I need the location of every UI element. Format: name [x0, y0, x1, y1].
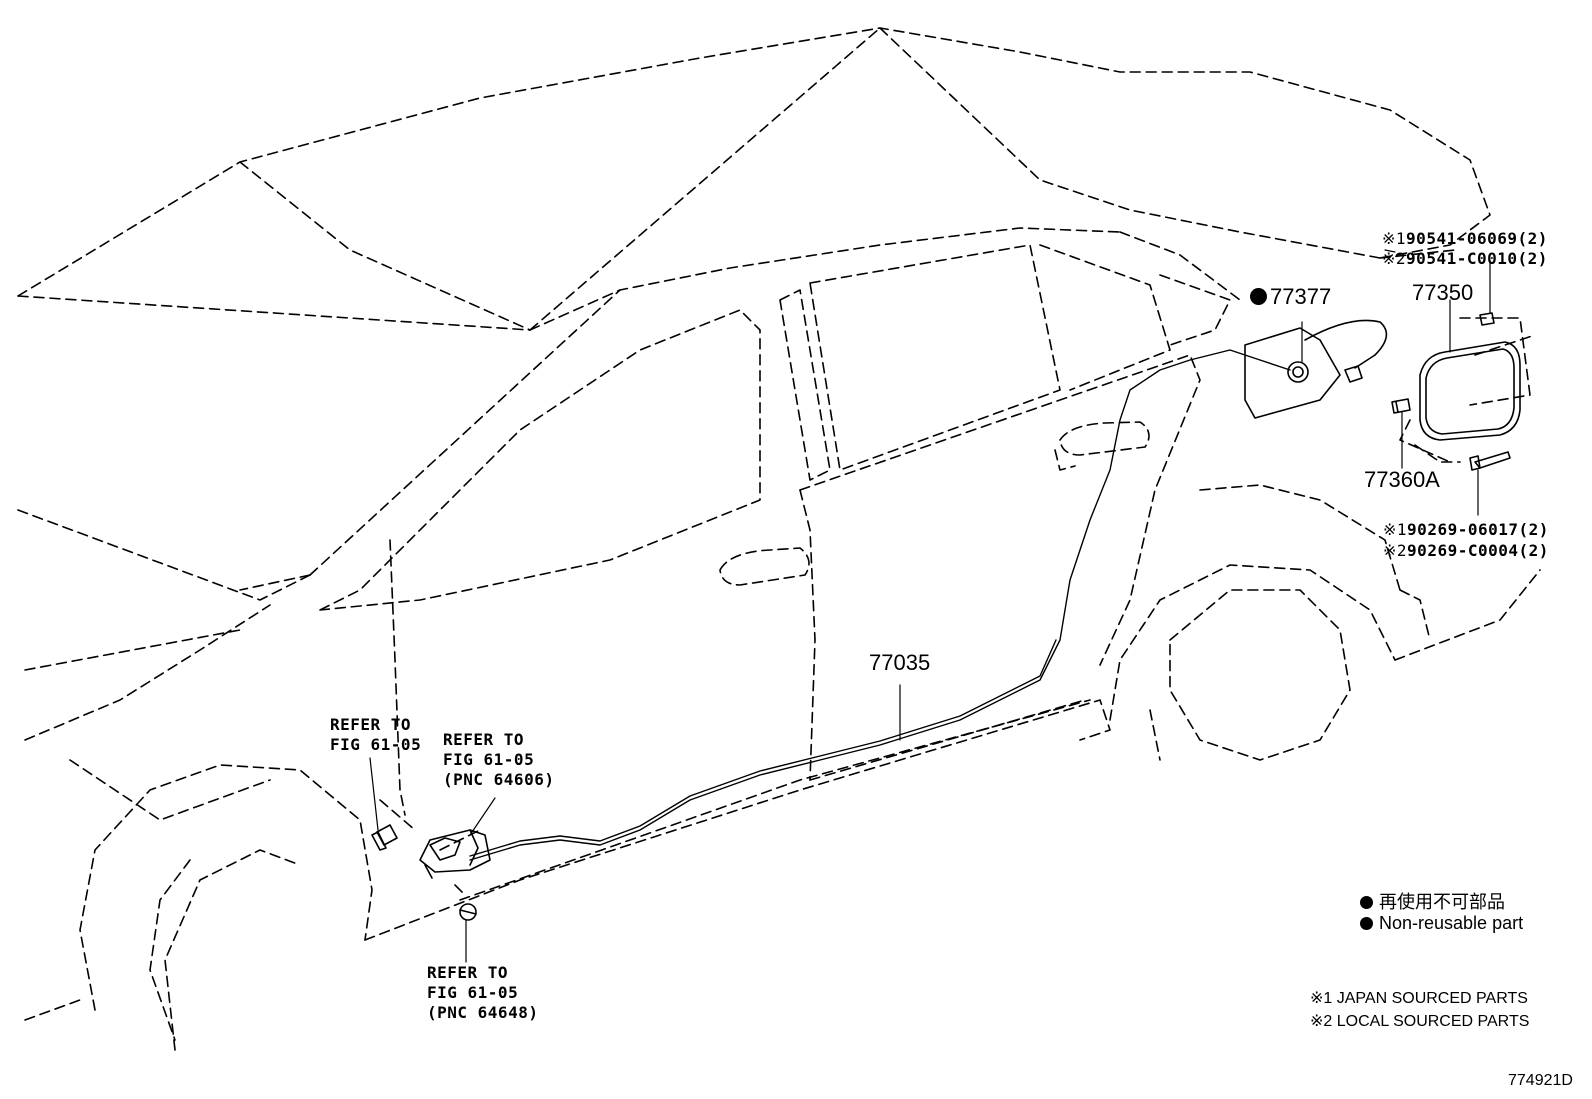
- refer-note-1: REFER TO FIG 61-05: [330, 715, 422, 754]
- legend-en: Non-reusable part: [1360, 913, 1523, 934]
- label-77377: 77377: [1250, 284, 1331, 310]
- non-reusable-dot-icon: [1250, 288, 1267, 305]
- label-90269-local: ※290269-C0004(2): [1383, 541, 1549, 560]
- clip-bottom: [459, 903, 477, 921]
- label-90541-jp: ※190541-06069(2): [1382, 229, 1548, 248]
- body-phantom-lines: [17, 27, 1541, 1051]
- legend-jp: 再使用不可部品: [1360, 888, 1505, 914]
- note-local-sourced: ※2 LOCAL SOURCED PARTS: [1310, 1013, 1530, 1030]
- fuel-lid-opener-cable-77035: [469, 349, 1291, 861]
- label-77360A: 77360A: [1364, 467, 1440, 492]
- clip-90541: [1479, 312, 1495, 326]
- leader-lines: [369, 249, 1491, 963]
- bolt-left: [371, 824, 398, 851]
- fuel-lid-77350: [1419, 341, 1521, 441]
- label-90541-local: ※290541-C0010(2): [1382, 249, 1548, 268]
- figure-id: 774921D: [1508, 1072, 1573, 1089]
- label-77035: 77035: [869, 650, 931, 675]
- label-90269-jp: ※190269-06017(2): [1383, 520, 1549, 539]
- non-reusable-dot-icon: [1360, 896, 1373, 909]
- cushion-77360A: [1391, 398, 1411, 414]
- label-77350: 77350: [1412, 280, 1474, 305]
- refer-note-2: REFER TO FIG 61-05 (PNC 64606): [443, 730, 555, 789]
- fuel-opener-lever: [419, 829, 491, 879]
- screw-90269: [1469, 451, 1511, 471]
- non-reusable-dot-icon: [1360, 917, 1373, 930]
- fuel-housing-77377: [1244, 319, 1388, 419]
- refer-note-3: REFER TO FIG 61-05 (PNC 64648): [427, 963, 539, 1022]
- note-japan-sourced: ※1 JAPAN SOURCED PARTS: [1310, 990, 1528, 1007]
